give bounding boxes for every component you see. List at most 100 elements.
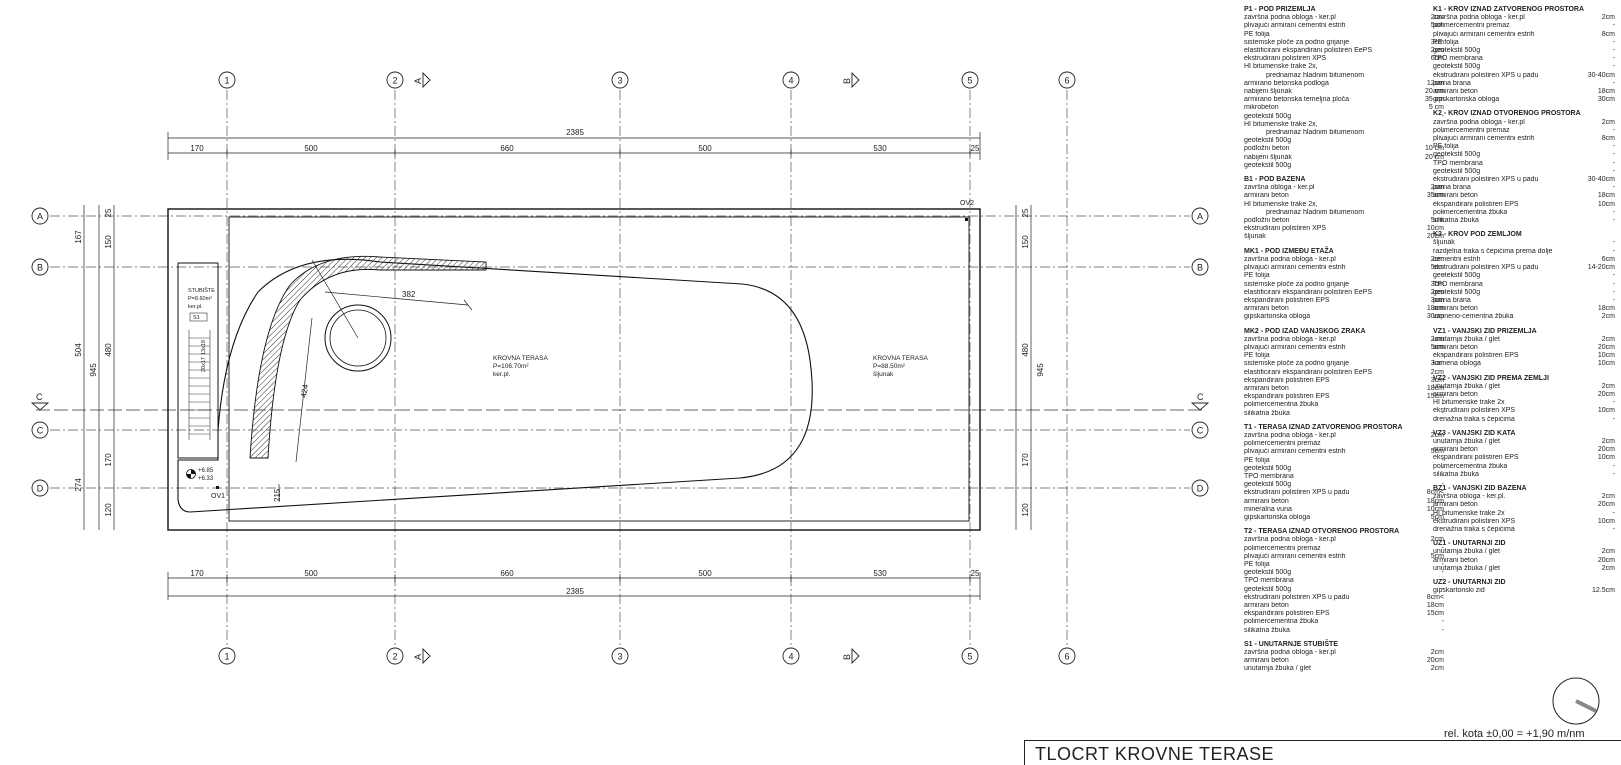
dim-seg-5-bottom: 530 (873, 569, 887, 578)
legend-row: PE folija- (1433, 39, 1615, 47)
col-label-5-top: 5 (967, 76, 972, 86)
legend-layer-name: PE folija (1433, 143, 1459, 151)
legend-section-title: MK2 - POD IZAD VANJSKOG ZRAKA (1244, 327, 1366, 335)
grid-axes-vertical (226, 90, 1068, 645)
legend-layer-name: ekstrudirani polistiren XPS (1244, 225, 1327, 233)
dim-seg-2-top: 500 (304, 144, 318, 153)
legend-layer-thickness: - (1441, 544, 1444, 552)
legend-layer-thickness: 8cm (1601, 135, 1615, 143)
legend-layer-thickness: 5cm (1430, 448, 1444, 456)
legend-layer-thickness: - (1612, 470, 1615, 478)
legend-row: geotekstil 500g- (1244, 162, 1444, 170)
legend-row: TPO membrana- (1433, 160, 1615, 168)
legend-row: elastificirani ekspandirani polistiren E… (1244, 47, 1444, 55)
drain-ov1-mark (216, 486, 219, 489)
legend-layer-thickness: 2cm (1601, 564, 1615, 572)
legend-layer-name: HI bitumenske trake 2x, (1244, 120, 1318, 128)
legend-layer-name: TPO membrana (1433, 159, 1483, 167)
legend-layer-name: plivajući armirani cementni estrih (1244, 448, 1346, 456)
legend-section-title: VZ2 - VANJSKI ZID PREMA ZEMLJI (1433, 374, 1549, 382)
legend-layer-thickness: - (1441, 626, 1444, 634)
legend-layer-name: armirani beton (1433, 390, 1478, 398)
column-bubbles-bottom (218, 647, 1076, 665)
legend-layer-thickness: 2cm (1601, 548, 1615, 556)
legend-layer-thickness: - (1612, 217, 1615, 225)
legend-layer-name: PE folija (1244, 272, 1270, 280)
legend-row: parna brana- (1433, 297, 1615, 305)
legend-layer-thickness: - (1441, 472, 1444, 480)
dim-right-inner-1: 25 (1021, 208, 1030, 217)
legend-layer-thickness: 12cm (1426, 79, 1444, 87)
legend-section-title: K1 - KROV IZNAD ZATVORENOG PROSTORA (1433, 6, 1585, 13)
stair-block (177, 262, 219, 459)
legend-layer-thickness: - (1612, 280, 1615, 288)
level-structural: +6.33 (198, 476, 214, 482)
legend-row: TPO membrana- (1244, 577, 1444, 585)
legend-layer-name: armirani beton (1433, 446, 1478, 454)
drawing-title: TLOCRT KROVNE TERASE (1035, 744, 1275, 764)
legend-layer-name: završna podna obloga - ker.pl (1433, 14, 1525, 22)
elevation-note: rel. kota ±0,00 = +1,90 m/nm (1444, 728, 1585, 740)
legend-layer-thickness: - (1612, 151, 1615, 159)
legend-row: geotekstil 500g- (1244, 465, 1444, 473)
legend-layer-name: geotekstil 500g (1433, 167, 1481, 175)
legend-layer-name: armirani beton (1433, 343, 1478, 351)
dim-left-outer: 945 (89, 363, 98, 377)
legend-layer-name: prednamaz hladnim bitumenom (1266, 208, 1365, 216)
dim-seg-4-bottom: 500 (698, 569, 712, 578)
legend-layer-name: unutarnja žbuka / glet (1433, 548, 1500, 556)
legend-row: geotekstil 500g- (1433, 63, 1615, 71)
legend-layer-name: geotekstil 500g (1244, 137, 1292, 145)
legend-layer-thickness: - (1612, 55, 1615, 63)
legend-layer-thickness: - (1441, 71, 1444, 79)
dim-seg-5-top: 530 (873, 144, 887, 153)
legend-row: šljunak- (1433, 239, 1615, 247)
legend-row: TPO membrana- (1433, 281, 1615, 289)
section-mark-b-bottom: B (842, 654, 852, 660)
legend-layer-name: ekspandirani polistiren EPS (1244, 393, 1330, 401)
legend-layer-thickness: 8cm< (1426, 593, 1444, 601)
legend-layer-thickness: - (1612, 143, 1615, 151)
dim-left-inner-3: 170 (104, 453, 113, 467)
row-label-a-left: A (37, 212, 43, 222)
legend-section-title: P1 - POD PRIZEMLJA (1244, 6, 1316, 13)
legend-layer-name: ekstrudirani polistiren XPS u padu (1244, 593, 1350, 601)
legend-layer-thickness: - (1612, 399, 1615, 407)
legend-layer-name: cementni estrih (1433, 255, 1481, 263)
legend-layer-name: ekstrudirani polistiren XPS u padu (1433, 176, 1539, 184)
legend-section-title: UZ2 - UNUTARNJI ZID (1433, 579, 1506, 586)
legend-layer-thickness: 3cm (1430, 38, 1444, 46)
legend-layer-thickness: 10cm (1597, 407, 1615, 415)
legend-layer-thickness: 30-40cm (1587, 71, 1615, 79)
section-marker-flags (30, 71, 1210, 665)
legend-layer-thickness: 5cm (1430, 264, 1444, 272)
legend-layer-name: parna brana (1433, 184, 1471, 192)
legend-layer-thickness: 30-40cm (1587, 176, 1615, 184)
legend-row: elastificirani ekspandirani polistiren E… (1244, 289, 1444, 297)
drain-ov2-mark (965, 218, 968, 221)
